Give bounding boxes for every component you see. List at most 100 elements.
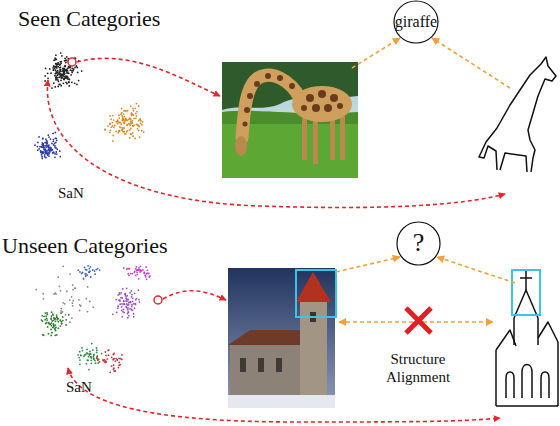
embedding-point xyxy=(45,149,47,151)
embedding-point xyxy=(113,358,115,360)
embedding-point xyxy=(129,292,131,294)
giraffe-sketch xyxy=(479,57,556,172)
embedding-point xyxy=(133,124,135,126)
figure-part xyxy=(247,93,253,99)
embedding-point xyxy=(37,142,39,144)
embedding-point xyxy=(50,317,52,319)
embedding-point xyxy=(54,318,56,320)
embedding-point xyxy=(134,303,136,305)
embedding-point xyxy=(133,110,135,112)
embedding-point xyxy=(137,269,139,271)
embedding-point xyxy=(112,140,114,142)
class-name: giraffe xyxy=(395,13,437,31)
embedding-point xyxy=(129,129,131,131)
embedding-point xyxy=(143,272,145,274)
embedding-point xyxy=(51,87,53,89)
embedding-point xyxy=(59,69,61,71)
embedding-point xyxy=(89,301,91,303)
embedding-point xyxy=(126,295,128,297)
embedding-point xyxy=(109,115,111,117)
embedding-point xyxy=(83,278,85,280)
embedding-point xyxy=(132,301,134,303)
figure-part xyxy=(240,358,282,372)
figure-part xyxy=(514,318,538,345)
embedding-point xyxy=(86,352,88,354)
embedding-point xyxy=(108,354,110,356)
embedding-point xyxy=(109,122,111,124)
embedding-point xyxy=(128,302,130,304)
embedding-point xyxy=(121,354,123,356)
embedding-point xyxy=(145,266,147,268)
embedding-point xyxy=(112,115,114,117)
embedding-point xyxy=(45,146,47,148)
embedding-point xyxy=(58,71,60,73)
embedding-point xyxy=(54,143,56,145)
embedding-point xyxy=(121,108,123,110)
figure-part xyxy=(265,73,271,79)
embedding-point xyxy=(89,353,91,355)
embedding-point xyxy=(71,72,73,74)
embedding-point xyxy=(47,77,49,79)
embedding-point xyxy=(132,309,134,311)
embedding-point xyxy=(44,149,46,151)
embedding-point xyxy=(55,324,57,326)
embedding-point xyxy=(66,290,68,292)
figure-part xyxy=(254,81,260,87)
embedding-point xyxy=(53,151,55,153)
embedding-point xyxy=(146,269,148,271)
embedding-point xyxy=(67,72,69,74)
embedding-scatter xyxy=(34,52,151,373)
figure-part xyxy=(230,345,302,397)
embedding-point xyxy=(142,269,144,271)
embedding-point xyxy=(113,353,115,355)
figure-part xyxy=(336,257,400,272)
embedding-point xyxy=(55,77,57,79)
embedding-point xyxy=(123,267,125,269)
embedding-point xyxy=(53,65,55,67)
embedding-point xyxy=(44,75,46,77)
embedding-point xyxy=(35,289,37,291)
embedding-point xyxy=(89,353,91,355)
embedding-point xyxy=(51,325,53,327)
embedding-point xyxy=(86,349,88,351)
embedding-point xyxy=(46,140,48,142)
query-marker xyxy=(68,58,76,66)
embedding-point xyxy=(50,72,52,74)
embedding-point xyxy=(58,67,60,69)
embedding-point xyxy=(132,108,134,110)
embedding-point xyxy=(65,314,67,316)
embedding-point xyxy=(61,77,63,79)
embedding-point xyxy=(44,154,46,156)
embedding-point xyxy=(122,119,124,121)
embedding-point xyxy=(115,131,117,133)
embedding-point xyxy=(56,63,58,65)
embedding-point xyxy=(63,69,65,71)
embedding-point xyxy=(127,311,129,313)
embedding-point xyxy=(128,303,130,305)
embedding-point xyxy=(56,334,58,336)
embedding-point xyxy=(117,305,119,307)
embedding-point xyxy=(60,321,62,323)
mismatch-cross xyxy=(406,308,431,333)
embedding-point xyxy=(47,145,49,147)
embedding-point xyxy=(118,367,120,369)
embedding-point xyxy=(61,77,63,79)
embedding-point xyxy=(142,121,144,123)
embedding-point xyxy=(46,150,48,152)
embedding-point xyxy=(43,298,45,300)
embedding-point xyxy=(49,323,51,325)
embedding-point xyxy=(55,138,57,140)
embedding-point xyxy=(48,333,50,335)
embedding-point xyxy=(131,304,133,306)
embedding-point xyxy=(63,78,65,80)
embedding-point xyxy=(60,69,62,71)
embedding-point xyxy=(63,72,65,74)
embedding-point xyxy=(137,124,139,126)
embedding-point xyxy=(72,300,74,302)
embedding-point xyxy=(55,147,57,149)
embedding-point xyxy=(62,311,64,313)
embedding-point xyxy=(104,362,106,364)
embedding-point xyxy=(92,349,94,351)
embedding-point xyxy=(124,120,126,122)
